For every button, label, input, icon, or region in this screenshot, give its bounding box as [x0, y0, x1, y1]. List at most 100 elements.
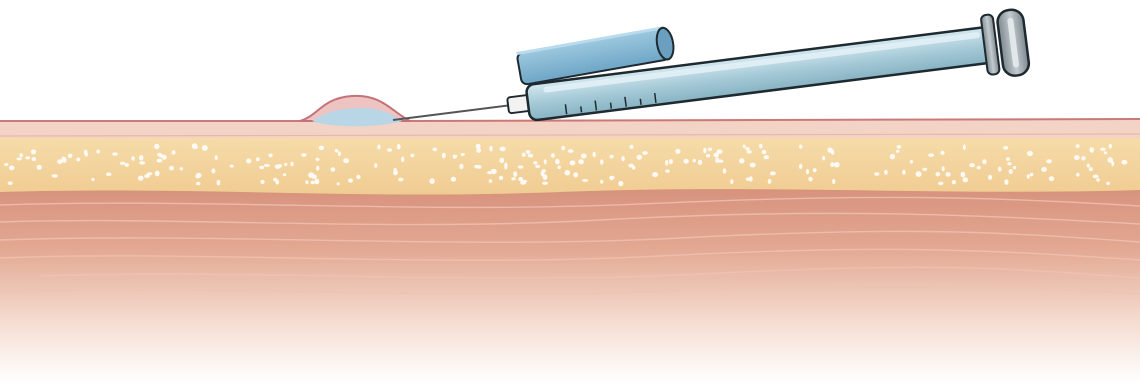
- needle: [393, 105, 512, 120]
- fat-cell-dot: [180, 167, 183, 170]
- fat-cell-dot: [476, 144, 481, 149]
- fat-cell-dot: [669, 159, 673, 164]
- fat-cell-dot: [718, 160, 724, 163]
- fat-cell-dot: [511, 177, 515, 180]
- fat-cell-dot: [331, 167, 336, 171]
- fat-cell-dot: [799, 145, 802, 149]
- fat-cell-dot: [518, 165, 524, 168]
- fat-cell-dot: [433, 148, 438, 152]
- fat-cell-dot: [573, 172, 578, 177]
- fat-cell-dot: [489, 179, 493, 183]
- fat-cell-dot: [938, 182, 943, 186]
- fat-cell-dot: [600, 159, 603, 165]
- fat-cell-dot: [172, 150, 176, 154]
- fat-cell-dot: [1027, 151, 1033, 156]
- fat-cell-dot: [393, 170, 398, 175]
- fat-cell-dot: [922, 168, 927, 171]
- fat-cell-dot: [157, 159, 163, 163]
- fat-cell-dot: [982, 159, 986, 164]
- fat-cell-dot: [284, 163, 287, 166]
- fat-cell-dot: [963, 177, 969, 182]
- fat-cell-dot: [750, 163, 756, 168]
- fat-cell-dot: [936, 172, 941, 176]
- fat-cell-dot: [1087, 164, 1090, 168]
- fat-cell-dot: [578, 159, 584, 164]
- fat-cell-dot: [230, 165, 234, 168]
- fat-cell-dot: [806, 169, 809, 174]
- fat-cell-dot: [192, 143, 198, 149]
- fat-cell-dot: [609, 155, 613, 159]
- fat-cell-dot: [387, 148, 392, 151]
- fat-cell-dot: [770, 171, 776, 175]
- fat-cell-dot: [526, 150, 531, 154]
- fat-cell-dot: [610, 176, 614, 181]
- fat-cell-dot: [139, 155, 143, 161]
- fat-cell-dot: [4, 163, 8, 166]
- fat-cell-dot: [25, 156, 30, 159]
- fat-cell-dot: [377, 145, 380, 150]
- fat-cell-dot: [348, 178, 353, 182]
- fat-cell-dot: [442, 153, 446, 159]
- fat-cell-dot: [499, 176, 503, 180]
- fat-cell-dot: [212, 169, 216, 174]
- fat-cell-dot: [1007, 162, 1011, 165]
- fat-cell-dot: [155, 171, 160, 177]
- fat-cell-dot: [1027, 174, 1030, 178]
- injection-bleb: [300, 96, 410, 126]
- fat-cell-dot: [451, 177, 456, 182]
- fat-cell-dot: [305, 180, 308, 184]
- fat-cell-dot: [916, 171, 922, 177]
- fat-cell-dot: [528, 154, 534, 158]
- fat-cell-dot: [131, 156, 134, 160]
- fat-cell-dot: [1004, 179, 1008, 185]
- fat-cell-dot: [928, 154, 934, 157]
- fat-cell-dot: [703, 150, 706, 154]
- fat-cell-dot: [260, 180, 264, 184]
- fat-cell-dot: [940, 151, 944, 155]
- fat-cell-dot: [474, 165, 478, 168]
- fat-cell-dot: [459, 164, 463, 169]
- fat-cell-dot: [541, 169, 546, 173]
- fat-cell-dot: [768, 179, 772, 184]
- fat-cell-dot: [581, 154, 587, 159]
- fat-cell-dot: [637, 155, 643, 160]
- fat-cell-dot: [1030, 173, 1033, 177]
- fat-cell-dot: [822, 156, 825, 160]
- fat-cell-dot: [799, 164, 802, 169]
- fat-cell-dot: [1096, 178, 1100, 181]
- fat-cell-dot: [106, 172, 111, 176]
- fat-cell-dot: [693, 159, 696, 162]
- fat-cell-dot: [1121, 160, 1127, 165]
- fat-cell-dot: [1104, 151, 1107, 154]
- fat-cell-dot: [535, 165, 540, 168]
- fat-cell-dot: [196, 182, 200, 186]
- fat-cell-dot: [8, 181, 13, 185]
- fat-cell-dot: [311, 181, 315, 184]
- fat-cell-dot: [1106, 182, 1110, 185]
- fat-cell-dot: [91, 178, 94, 181]
- fat-cell-dot: [217, 180, 221, 186]
- fat-cell-dot: [246, 159, 251, 164]
- fat-cell-dot: [32, 157, 37, 161]
- fat-cell-dot: [618, 181, 623, 186]
- fat-cell-dot: [61, 157, 65, 163]
- fat-cell-dot: [543, 174, 548, 180]
- fat-cell-dot: [630, 145, 634, 149]
- fat-cell-dot: [17, 157, 22, 160]
- fat-cell-dot: [593, 152, 596, 157]
- fat-cell-dot: [739, 158, 744, 163]
- fat-cell-dot: [830, 162, 834, 167]
- fat-cell-dot: [301, 153, 306, 156]
- fat-cell-dot: [910, 160, 913, 164]
- fat-cell-dot: [76, 158, 80, 162]
- fat-cell-dot: [1076, 173, 1079, 177]
- fat-cell-dot: [1100, 148, 1106, 151]
- fat-cell-dot: [504, 164, 507, 169]
- fat-cell-dot: [139, 161, 145, 165]
- fat-cell-dot: [316, 158, 320, 161]
- fat-cell-dot: [311, 174, 317, 179]
- fat-cell-dot: [290, 162, 293, 166]
- fat-cell-dot: [808, 177, 812, 182]
- fat-cell-dot: [827, 148, 832, 153]
- skin-surface: [0, 119, 1140, 138]
